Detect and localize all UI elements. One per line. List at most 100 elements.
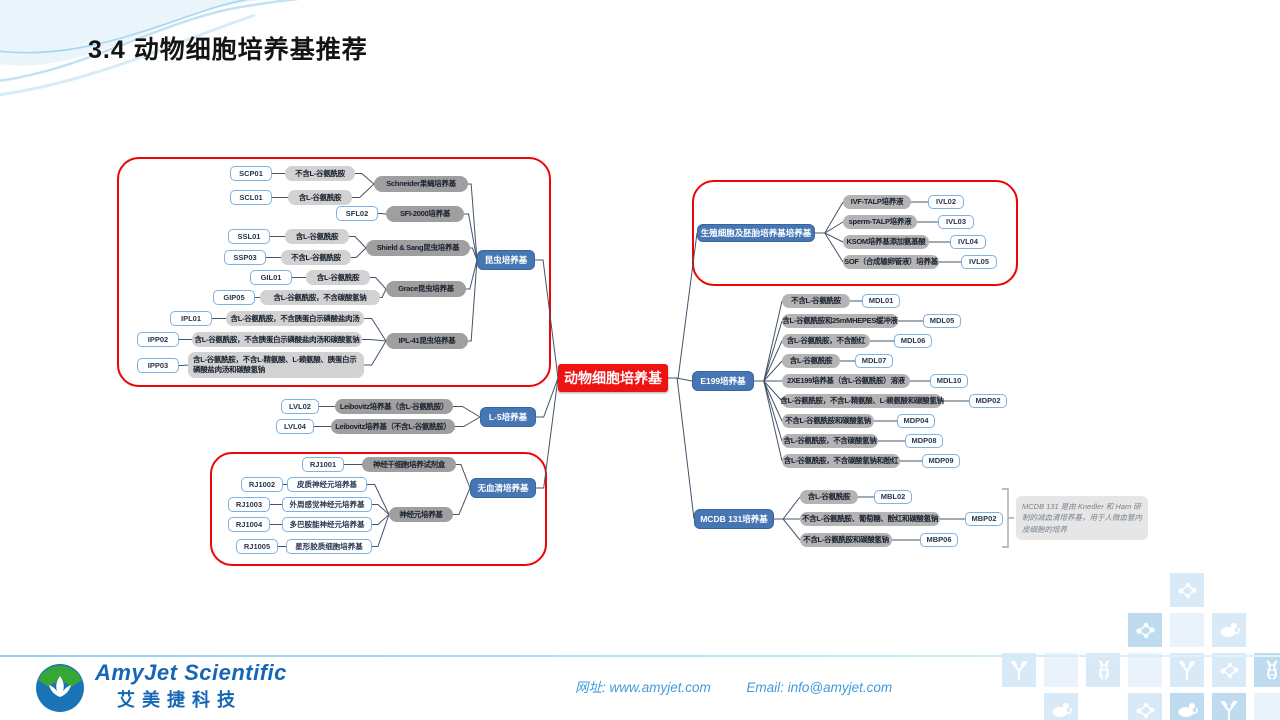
mouse-icon (1178, 703, 1198, 717)
website-link[interactable]: www.amyjet.com (609, 680, 711, 695)
dna-icon (1098, 660, 1110, 680)
decor-tile (1212, 653, 1246, 687)
molecule-icon (1136, 622, 1155, 639)
node-IVL03: IVL03 (938, 215, 974, 229)
decor-tile (1212, 693, 1246, 720)
node-mcdb: MCDB 131培养基 (694, 509, 774, 529)
node-schneider: Schneider果蝇培养基 (374, 176, 468, 192)
edge-e199 (668, 377, 693, 382)
node-g1: IVF-TALP培养液 (843, 195, 911, 209)
node-ipl41: IPL-41昆虫培养基 (386, 333, 468, 349)
edge-m3 (774, 518, 801, 541)
node-LVL02: LVL02 (281, 399, 319, 414)
node-kc: 昆虫培养基 (477, 250, 535, 270)
node-RJ1004: RJ1004 (228, 517, 270, 532)
node-SSP03: SSP03 (224, 250, 266, 265)
node-IVL02: IVL02 (928, 195, 964, 209)
node-MDP02: MDP02 (969, 394, 1007, 408)
node-LVL04: LVL04 (276, 419, 314, 434)
edge-e4 (754, 360, 783, 382)
node-MBL02: MBL02 (874, 490, 912, 504)
decor-tile-plain (1044, 653, 1078, 687)
node-sjgxb: 神经干细胞培养试剂盒 (362, 457, 456, 472)
edge-e6 (754, 380, 783, 402)
node-dssp: 不含L-谷氨酰胺 (281, 250, 351, 265)
amyjet-logo-icon (36, 664, 84, 712)
node-MBP02: MBP02 (965, 512, 1003, 526)
node-dpz: 皮质神经元培养基 (287, 477, 367, 492)
footer-divider (0, 655, 1280, 657)
node-m2: 不含L-谷氨酰胺、葡萄糖、酚红和碳酸氢钠 (800, 512, 940, 526)
node-dscl: 含L-谷氨酰胺 (288, 190, 352, 205)
node-SFL02: SFL02 (336, 206, 378, 221)
wave-decoration (0, 0, 300, 97)
edge-e8 (754, 380, 783, 442)
decor-tile-plain (1254, 693, 1280, 720)
node-dipl: 含L-谷氨酰胺，不含胰蛋白示磷酸盐肉汤 (226, 311, 364, 326)
node-MDP08: MDP08 (905, 434, 943, 448)
node-e5: 2XE199培养基（含L-谷氨酰胺）溶液 (782, 374, 910, 388)
node-dgil: 含L-谷氨酰胺 (306, 270, 370, 285)
node-SSL01: SSL01 (228, 229, 270, 244)
node-SCP01: SCP01 (230, 166, 272, 181)
node-root: 动物细胞培养基 (558, 364, 668, 392)
node-l5: L-5培养基 (480, 407, 536, 427)
email-link[interactable]: info@amyjet.com (787, 680, 893, 695)
node-MDP09: MDP09 (922, 454, 960, 468)
decor-tile (1128, 693, 1162, 720)
node-IPP03: IPP03 (137, 358, 179, 373)
decor-tile (1170, 573, 1204, 607)
antibody-icon (1178, 660, 1196, 681)
node-e199: E199培养基 (692, 371, 754, 391)
mouse-icon (1220, 623, 1240, 637)
serumfree-group (210, 452, 547, 566)
edge-e7 (754, 380, 783, 422)
decor-tile (1128, 613, 1162, 647)
dna-icon (1266, 660, 1278, 680)
decor-tile (1170, 693, 1204, 720)
node-grace: Grace昆虫培养基 (386, 281, 466, 297)
node-dipp3: 含L-谷氨酰胺，不含L-精氨酸、L-赖氨酸、胰蛋白示磷酸盐肉汤和碳酸氢钠 (188, 352, 364, 378)
edge-e2 (754, 320, 783, 382)
decor-tile (1044, 693, 1078, 720)
edge-mcdb (668, 377, 695, 520)
node-MBP06: MBP06 (920, 533, 958, 547)
edge-m1 (774, 496, 801, 520)
amyjet-logo: AmyJet Scientific 艾美捷科技 (33, 659, 287, 713)
website-label: 网址: (575, 680, 606, 695)
node-sjy: 神经元培养基 (389, 507, 453, 522)
node-szxb: 生殖细胞及胚胎培养基培养基 (697, 224, 815, 242)
node-e6: 含L-谷氨酰胺，不含L-精氨酸、L-赖氨酸和碳酸氢钠 (780, 394, 944, 408)
node-IVL04: IVL04 (950, 235, 986, 249)
node-m3: 不含L-谷氨酰胺和碳酸氢钠 (800, 533, 892, 547)
decor-tile (1170, 653, 1204, 687)
footer-contact: 网址: www.amyjet.com Email: info@amyjet.co… (575, 676, 892, 696)
node-MDL07: MDL07 (855, 354, 893, 368)
decor-tile-plain (1128, 653, 1162, 687)
decor-tile (1086, 653, 1120, 687)
node-RJ1003: RJ1003 (228, 497, 270, 512)
node-e8: 含L-谷氨酰胺，不含碳酸氢钠 (782, 434, 878, 448)
node-g2: sperm-TALP培养液 (843, 215, 917, 229)
node-e3: 含L-谷氨酰胺，不含酚红 (782, 334, 870, 348)
decor-tile-plain (1170, 613, 1204, 647)
note-bracket (1002, 488, 1014, 548)
edge-dlvl02 (453, 406, 481, 418)
decor-tile (1254, 653, 1280, 687)
node-GIL01: GIL01 (250, 270, 292, 285)
node-e7: 不含L-谷氨酰胺和碳酸氢钠 (782, 414, 874, 428)
node-dlvl02: Leibovitz培养基（含L-谷氨酰胺） (335, 399, 453, 414)
node-dgip: 含L-谷氨酰胺，不含碳酸氢钠 (260, 290, 380, 305)
page-title: 3.4 动物细胞培养基推荐 (88, 36, 368, 64)
node-wxq: 无血清培养基 (470, 478, 536, 498)
molecule-icon (1220, 662, 1239, 679)
email-label: Email: (746, 680, 784, 695)
logo-text: AmyJet Scientific 艾美捷科技 (95, 660, 287, 712)
node-RJ1002: RJ1002 (241, 477, 283, 492)
node-RJ1001: RJ1001 (302, 457, 344, 472)
node-dscp: 不含L-谷氨酰胺 (285, 166, 355, 181)
node-dxx: 星形胶质细胞培养基 (286, 539, 372, 554)
antibody-icon (1220, 700, 1238, 720)
node-dwz: 外周感觉神经元培养基 (282, 497, 372, 512)
